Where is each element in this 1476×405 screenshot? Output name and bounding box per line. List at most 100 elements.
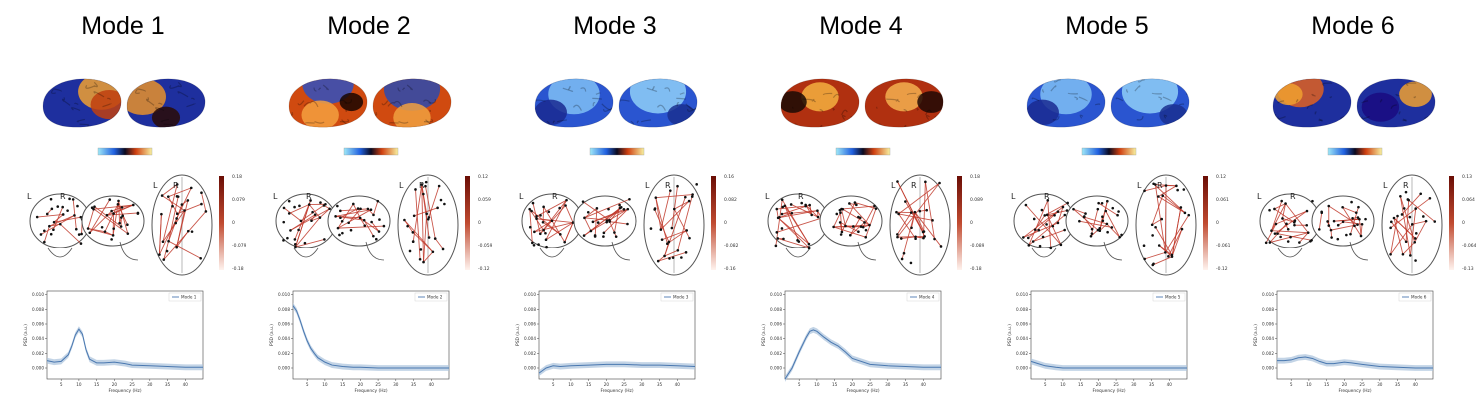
hemisphere-label: L (27, 192, 32, 201)
glass-brain-top-view (1381, 174, 1443, 276)
brain-node (1063, 213, 1067, 217)
brain-node (126, 223, 129, 226)
glass-brain-side-view (1065, 195, 1129, 261)
brain-node (282, 220, 286, 224)
brain-node (1336, 237, 1340, 241)
connection-edge (427, 185, 440, 220)
connection-edge (1265, 223, 1277, 243)
glass-brain-side-view (819, 195, 883, 261)
brain-node (441, 247, 445, 251)
brain-node (808, 203, 811, 207)
brain-node (531, 241, 534, 245)
mode-title: Mode 2 (327, 12, 411, 40)
hemisphere-label: R (1157, 181, 1163, 190)
brain-node (1350, 200, 1353, 204)
brain-node (1289, 235, 1292, 239)
connection-edge (609, 221, 628, 225)
brain-node (339, 216, 342, 220)
y-tick-label: 0.004 (32, 336, 44, 341)
x-tick-label: 35 (165, 382, 171, 387)
connection-edge (1282, 203, 1286, 219)
brain-node (48, 224, 51, 228)
x-tick-label: 5 (1290, 382, 1293, 387)
brain-node (676, 248, 680, 252)
connection-edge (1073, 208, 1086, 215)
connection-edge (52, 206, 64, 230)
brain-node (1414, 259, 1417, 262)
x-tick-label: 25 (1359, 382, 1365, 387)
connection-edge (896, 212, 912, 235)
connection-edge (914, 211, 925, 232)
brain-node (1027, 244, 1031, 247)
surface-colorbar (1081, 147, 1137, 156)
connection-edge (421, 184, 424, 263)
glass-brain-top-view (1135, 174, 1197, 276)
connection-edge (583, 230, 592, 236)
legend-label: Mode 6 (1411, 295, 1427, 300)
legend-box (1152, 292, 1186, 302)
brain-node (1422, 215, 1425, 218)
y-tick-label: 0.010 (524, 292, 536, 297)
brain-node (904, 200, 907, 203)
brain-node (691, 193, 694, 196)
legend-label: Mode 5 (1165, 295, 1181, 300)
connection-edge (898, 213, 916, 240)
connection-edge (862, 205, 875, 228)
brain-node (419, 248, 423, 251)
brain-node (1336, 223, 1340, 227)
connection-edge (49, 223, 61, 227)
connection-edge (784, 205, 800, 242)
y-tick-label: 0.000 (524, 366, 536, 371)
brain-node (775, 231, 779, 234)
brain-node (1285, 222, 1288, 226)
brain-node (1404, 240, 1408, 244)
brain-node (559, 233, 562, 236)
connection-edge (91, 207, 129, 235)
connection-edge (529, 208, 561, 235)
connection-edge (290, 208, 330, 231)
brain-node (424, 180, 428, 184)
connection-edge (777, 217, 810, 245)
brain-node (1046, 199, 1050, 202)
brain-node (356, 207, 360, 210)
brain-node (282, 206, 286, 210)
brain-node (528, 225, 532, 229)
brain-node (176, 195, 180, 198)
connection-edge (529, 209, 533, 243)
brain-node (66, 209, 69, 212)
glass-brain-side-view (573, 195, 637, 261)
mode-title: Mode 6 (1311, 12, 1395, 40)
connection-edge (809, 204, 813, 216)
connection-edge (1328, 205, 1358, 226)
brain-node (1358, 217, 1361, 221)
brain-node (1183, 211, 1187, 215)
brain-node (180, 203, 184, 206)
brain-node (136, 212, 140, 215)
brain-node (535, 217, 538, 221)
brain-node (370, 220, 373, 224)
brain-node (347, 221, 350, 225)
brain-node (924, 180, 927, 184)
brain-node (80, 232, 83, 236)
brain-node (1329, 228, 1333, 232)
connection-edge (841, 202, 856, 233)
brain-node (1311, 199, 1314, 203)
brain-node (119, 216, 123, 219)
connection-edge (776, 217, 822, 233)
brain-node (61, 205, 64, 209)
connection-edge (295, 238, 325, 248)
brain-node (1049, 246, 1053, 250)
brain-node (896, 235, 899, 239)
brain-node (1413, 241, 1417, 244)
brain-node (1152, 182, 1155, 186)
x-tick-label: 10 (568, 382, 574, 387)
x-tick-label: 30 (1131, 382, 1137, 387)
y-tick-label: 0.002 (770, 351, 782, 356)
colorbar-tick: 0.082 (724, 197, 737, 203)
brain-node (582, 234, 586, 237)
